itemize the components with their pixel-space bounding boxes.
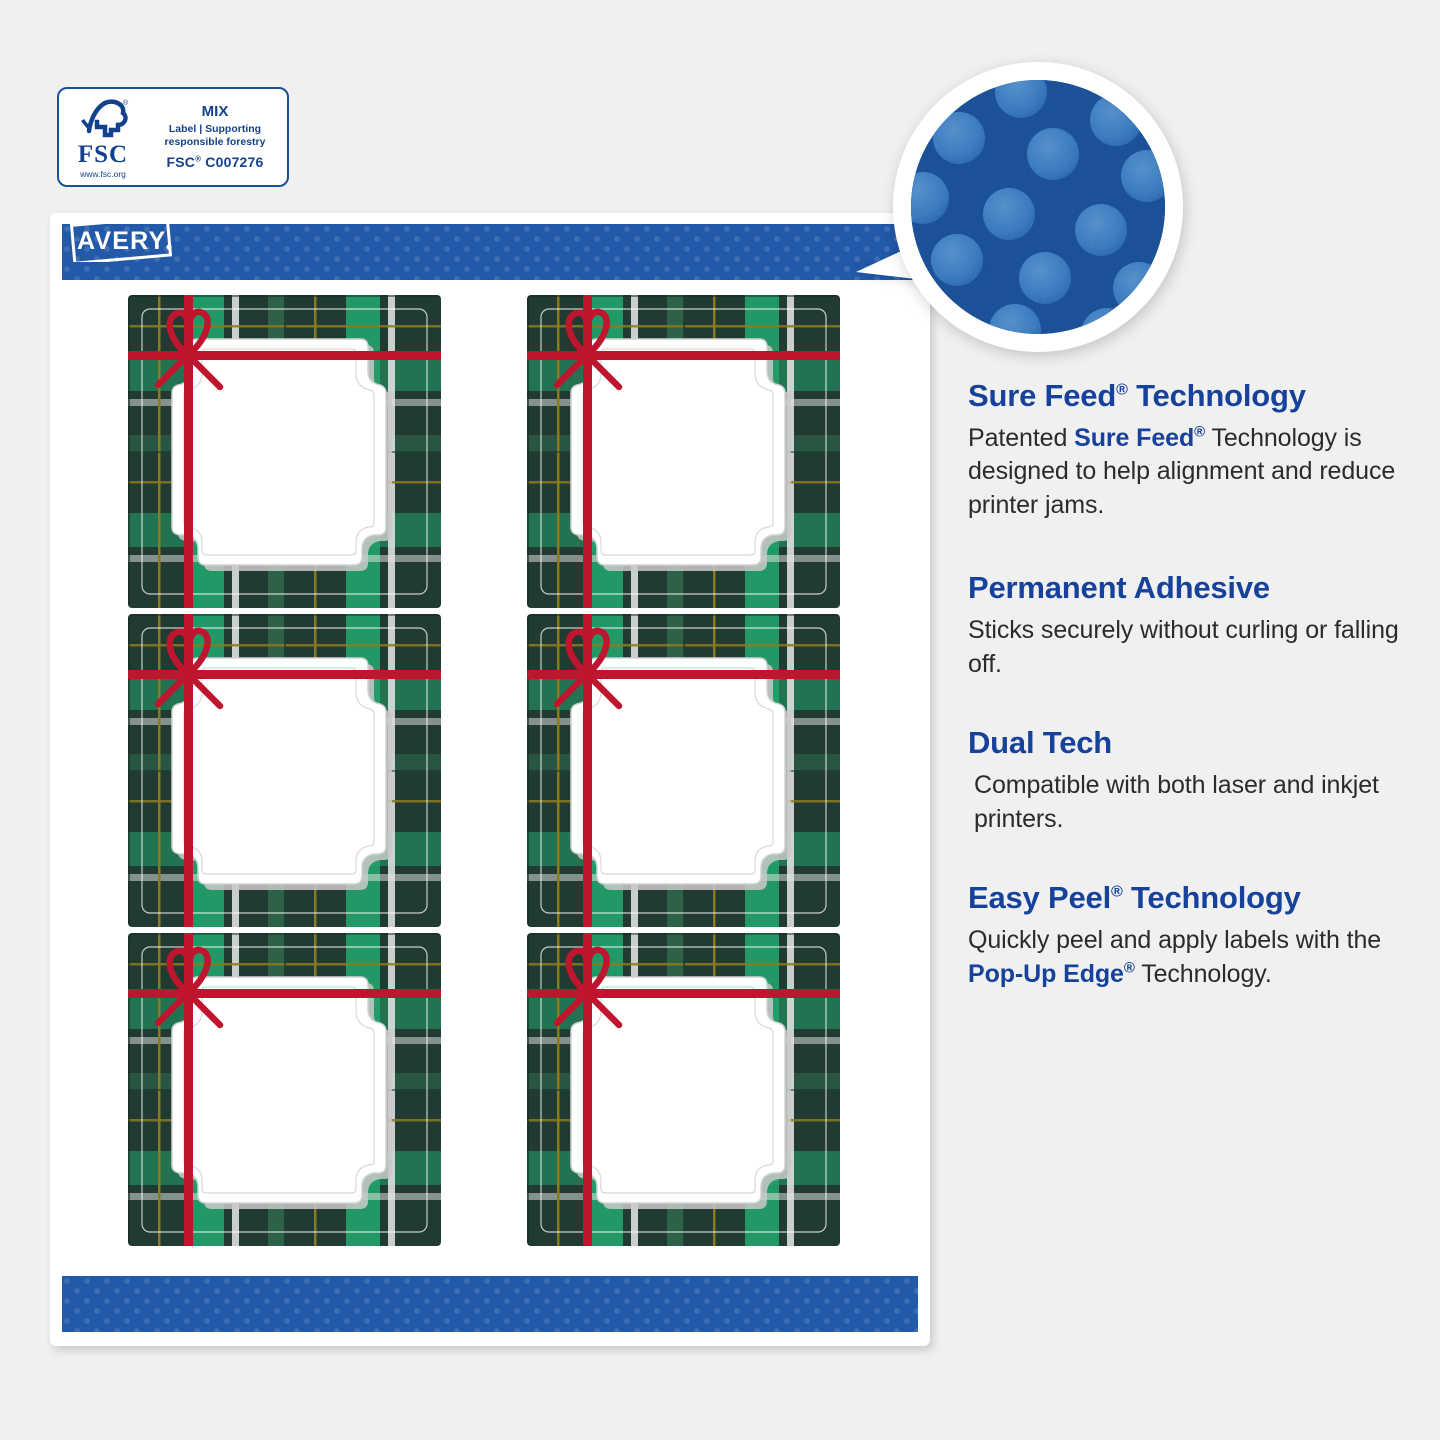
cut-line <box>540 308 827 595</box>
sheet-header-band <box>62 224 918 280</box>
label-item[interactable] <box>527 295 840 608</box>
ribbon-horizontal <box>128 670 441 679</box>
ribbon-vertical <box>583 933 592 1246</box>
fsc-description-line2: responsible forestry <box>164 136 266 149</box>
feature-heading-text: Sure Feed <box>968 378 1117 413</box>
feature-heading-text: Easy Peel <box>968 880 1111 916</box>
fsc-description-line1: Label | Supporting <box>168 123 262 136</box>
registered-mark-icon: ® <box>1116 381 1128 399</box>
feature-body: Compatible with both laser and inkjet pr… <box>968 769 1428 836</box>
feature-body-pre: Compatible with both laser and inkjet pr… <box>974 771 1379 833</box>
cut-line <box>141 627 428 914</box>
ribbon-bow <box>553 308 623 391</box>
fsc-code-number: C007276 <box>205 154 264 171</box>
cut-line <box>141 308 428 595</box>
registered-mark-icon: ® <box>1110 884 1123 902</box>
fsc-tree-checkmark-icon: ® <box>81 99 129 138</box>
feature-body-post: Technology is designed to help alignment… <box>968 423 1396 519</box>
label-item[interactable] <box>527 933 840 1246</box>
registered-mark-icon: ® <box>1194 423 1206 441</box>
fsc-url: www.fsc.org <box>80 169 126 180</box>
feature-body: Sticks securely without curling or falli… <box>968 614 1428 681</box>
ribbon-bow <box>154 627 224 710</box>
cut-line <box>141 946 428 1233</box>
sheet-footer-band <box>62 1276 918 1332</box>
feature-heading: Dual Tech <box>968 725 1428 761</box>
feature-heading: Sure Feed® Technology <box>968 378 1428 414</box>
feature-dual-tech: Dual Tech Compatible with both laser and… <box>968 725 1428 836</box>
label-item[interactable] <box>128 295 441 608</box>
fsc-description: Label | Supporting responsible forestry <box>165 123 266 149</box>
registered-mark-icon: ® <box>1123 959 1135 977</box>
feature-heading: Easy Peel® Technology <box>968 880 1428 916</box>
ribbon-bow <box>154 308 224 391</box>
feature-heading: Permanent Adhesive <box>968 570 1428 606</box>
ribbon-horizontal <box>527 989 840 998</box>
feature-body: Quickly peel and apply labels with the P… <box>968 924 1428 991</box>
ribbon-bow <box>154 946 224 1029</box>
svg-text:®: ® <box>123 99 129 107</box>
fsc-text-block: MIX Label | Supporting responsible fores… <box>147 89 287 185</box>
ribbon-horizontal <box>128 351 441 360</box>
feature-body-highlight: Sure Feed® <box>1074 423 1206 452</box>
label-item[interactable] <box>128 933 441 1246</box>
ribbon-vertical <box>583 295 592 608</box>
fsc-acronym: FSC <box>77 141 129 169</box>
fsc-certification-badge: ® FSC www.fsc.org MIX Label | Supporting… <box>57 87 289 187</box>
fsc-code-registered-mark: ® <box>195 154 202 164</box>
ribbon-bow <box>553 627 623 710</box>
fsc-mix-label: MIX <box>201 102 229 120</box>
cut-line <box>540 946 827 1233</box>
cut-line <box>540 627 827 914</box>
feature-permanent-adhesive: Permanent Adhesive Sticks securely witho… <box>968 570 1428 681</box>
fsc-logo: ® FSC www.fsc.org <box>59 89 147 185</box>
feature-heading-tail: Technology <box>1122 880 1301 916</box>
feature-heading-text: Permanent Adhesive <box>968 570 1270 606</box>
feature-body-pre: Sticks securely without curling or falli… <box>968 616 1399 678</box>
ribbon-horizontal <box>128 989 441 998</box>
feature-body-highlight: Pop-Up Edge® <box>968 959 1135 988</box>
label-grid <box>128 295 840 1247</box>
feature-heading-text: Dual Tech <box>968 725 1113 761</box>
magnifier-callout <box>893 62 1183 352</box>
ribbon-vertical <box>184 933 193 1246</box>
label-item[interactable] <box>527 614 840 927</box>
ribbon-vertical <box>583 614 592 927</box>
ribbon-horizontal <box>527 670 840 679</box>
ribbon-horizontal <box>527 351 840 360</box>
ribbon-bow <box>553 946 623 1029</box>
fsc-code-prefix: FSC <box>166 154 196 171</box>
avery-logo: AVERY <box>69 218 173 262</box>
label-item[interactable] <box>128 614 441 927</box>
ribbon-vertical <box>184 614 193 927</box>
feature-heading-tail: Technology <box>1127 378 1306 413</box>
ribbon-vertical <box>184 295 193 608</box>
feature-body: Patented Sure Feed® Technology is design… <box>968 422 1428 523</box>
feature-body-pre: Patented <box>968 423 1075 452</box>
feature-body-pre: Quickly peel and apply labels with the <box>968 926 1382 955</box>
fsc-code: FSC® C007276 <box>166 154 263 170</box>
callout-magnified-texture <box>911 80 1165 334</box>
feature-list: Sure Feed® Technology Patented Sure Feed… <box>968 378 1428 991</box>
feature-sure-feed: Sure Feed® Technology Patented Sure Feed… <box>968 378 1428 522</box>
feature-easy-peel: Easy Peel® Technology Quickly peel and a… <box>968 880 1428 991</box>
feature-body-post: Technology. <box>1134 959 1272 988</box>
avery-wordmark: AVERY <box>77 227 166 255</box>
